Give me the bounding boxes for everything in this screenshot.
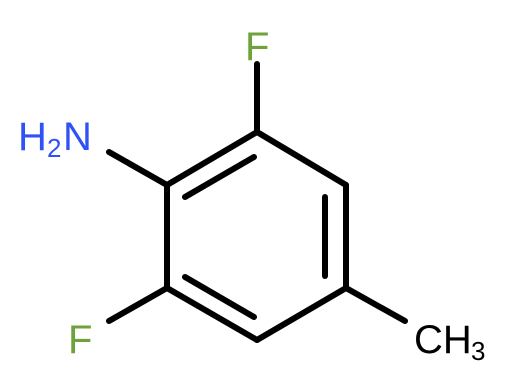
- bond-c2-c3: [254, 129, 349, 188]
- ch3-subscript: 3: [471, 336, 485, 366]
- fluorine-top-label: F: [245, 25, 269, 69]
- fluorine-bottom-label: F: [68, 318, 92, 362]
- nh2-h-symbol: H: [18, 115, 47, 159]
- methyl-group-label: CH 3: [414, 318, 485, 366]
- bond-c4-ch3: [343, 285, 408, 324]
- bond-c4-c5: [254, 285, 349, 343]
- bond-c6-f: [106, 285, 170, 324]
- bond-c1-n: [106, 149, 170, 188]
- benzene-ring: [164, 129, 349, 343]
- bond-c1-c2: [164, 129, 260, 188]
- substituent-bonds: [106, 61, 408, 324]
- nh2-subscript: 2: [47, 133, 61, 163]
- double-bond-c5-c6: [182, 274, 257, 320]
- amino-group-label: H 2 N: [18, 115, 92, 163]
- double-bond-c1-c2: [182, 154, 257, 200]
- ch3-symbol: CH: [414, 318, 472, 362]
- bond-c5-c6: [164, 285, 260, 343]
- nh2-n-symbol: N: [63, 115, 92, 159]
